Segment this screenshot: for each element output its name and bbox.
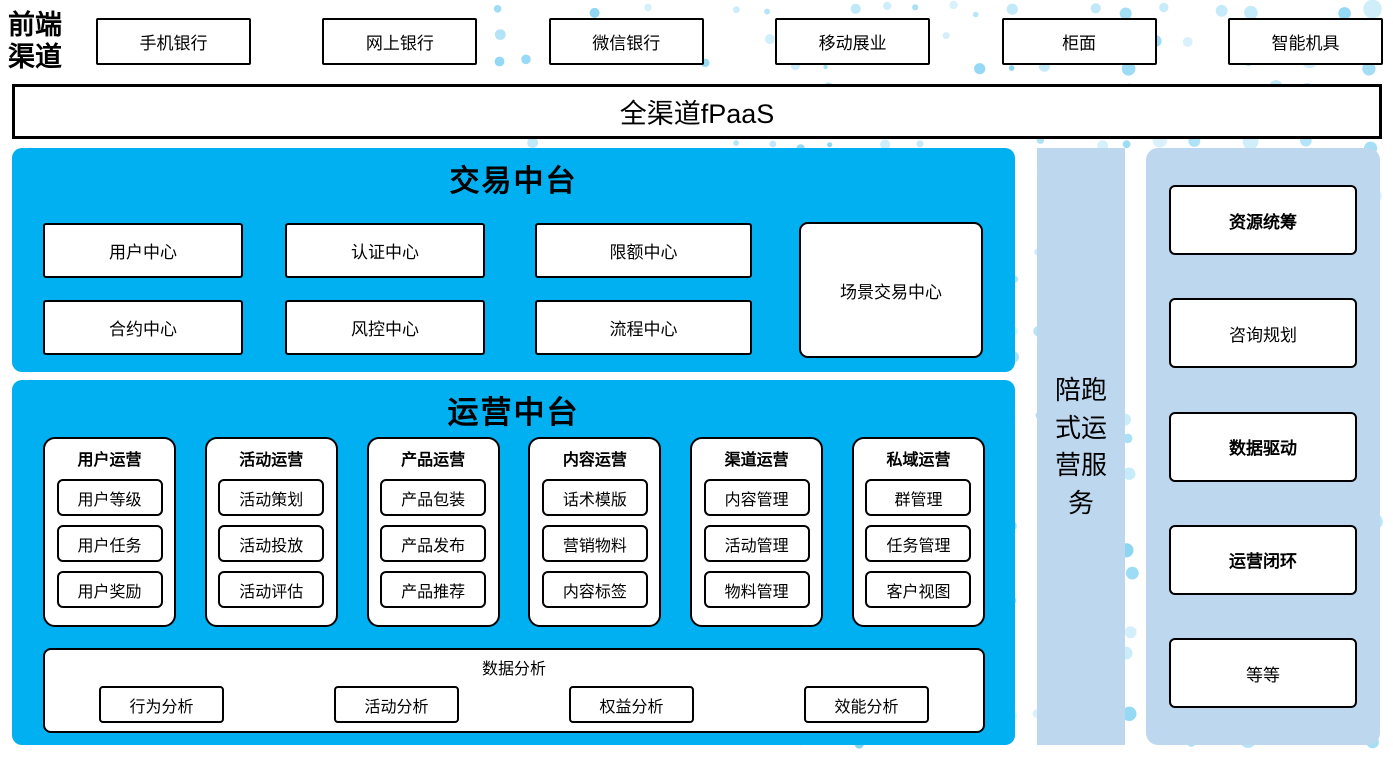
ops-group-item: 产品包装 bbox=[380, 479, 487, 516]
trade-center-risk: 风控中心 bbox=[285, 300, 485, 355]
ops-group-item: 内容管理 bbox=[703, 479, 810, 516]
trade-platform-title: 交易中台 bbox=[449, 165, 578, 198]
ops-group-item: 群管理 bbox=[865, 479, 972, 516]
accompany-service-label: 陪跑式运营服务 bbox=[1054, 375, 1107, 519]
analysis-box-efficiency: 效能分析 bbox=[804, 686, 929, 723]
ops-group-content: 内容运营 话术模版 营销物料 内容标签 bbox=[528, 437, 662, 627]
channel-box-mobile-sales: 移动展业 bbox=[775, 17, 931, 65]
ops-group-item: 话术模版 bbox=[541, 479, 648, 516]
ops-groups: 用户运营 用户等级 用户任务 用户奖励 活动运营 活动策划 活动投放 活动评估 … bbox=[43, 437, 985, 627]
services-panel: 资源统筹 咨询规划 数据驱动 运营闭环 等等 bbox=[1146, 148, 1380, 745]
ops-group-item: 活动管理 bbox=[703, 525, 810, 562]
channel-box-wechat-banking: 微信银行 bbox=[548, 17, 704, 65]
analysis-box-activity: 活动分析 bbox=[334, 686, 459, 723]
channel-box-online-banking: 网上银行 bbox=[322, 17, 478, 65]
ops-group-item: 营销物料 bbox=[541, 525, 648, 562]
service-box-data-driven: 数据驱动 bbox=[1169, 411, 1357, 482]
ops-group-private-domain: 私域运营 群管理 任务管理 客户视图 bbox=[851, 437, 985, 627]
ops-platform-title: 运营中台 bbox=[447, 395, 580, 430]
ops-group-title: 内容运营 bbox=[562, 452, 627, 469]
accompany-service-bar: 陪跑式运营服务 bbox=[1037, 148, 1125, 745]
trade-center-contract: 合约中心 bbox=[43, 300, 243, 355]
data-analysis-title: 数据分析 bbox=[481, 661, 546, 678]
trade-center-process: 流程中心 bbox=[535, 300, 752, 355]
ops-group-item: 活动策划 bbox=[218, 479, 325, 516]
analysis-box-rights: 权益分析 bbox=[569, 686, 694, 723]
channel-box-counter: 柜面 bbox=[1001, 17, 1157, 65]
trade-center-limit: 限额中心 bbox=[535, 223, 752, 278]
ops-group-item: 用户等级 bbox=[56, 479, 163, 516]
ops-group-product: 产品运营 产品包装 产品发布 产品推荐 bbox=[366, 437, 500, 627]
ops-group-item: 客户视图 bbox=[865, 571, 972, 608]
fpaas-bar: 全渠道fPaaS bbox=[12, 84, 1382, 139]
ops-group-item: 产品发布 bbox=[380, 525, 487, 562]
service-box-consulting: 咨询规划 bbox=[1169, 298, 1357, 369]
ops-group-item: 活动投放 bbox=[218, 525, 325, 562]
service-box-closed-loop: 运营闭环 bbox=[1169, 524, 1357, 595]
ops-group-title: 渠道运营 bbox=[724, 452, 789, 469]
trade-platform-panel: 交易中台 用户中心 认证中心 限额中心 合约中心 风控中心 流程中心 场景交易中… bbox=[12, 148, 1015, 372]
service-box-etc: 等等 bbox=[1169, 638, 1357, 708]
trade-center-auth: 认证中心 bbox=[285, 223, 485, 278]
ops-group-title: 活动运营 bbox=[239, 452, 304, 469]
trade-center-user: 用户中心 bbox=[43, 223, 243, 278]
channel-boxes: 手机银行 网上银行 微信银行 移动展业 柜面 智能机具 bbox=[96, 17, 1383, 65]
ops-group-item: 用户任务 bbox=[56, 525, 163, 562]
ops-group-item: 物料管理 bbox=[703, 571, 810, 608]
ops-group-item: 产品推荐 bbox=[380, 571, 487, 608]
channel-box-smart-machines: 智能机具 bbox=[1227, 17, 1383, 65]
ops-group-item: 用户奖励 bbox=[56, 571, 163, 608]
ops-group-user: 用户运营 用户等级 用户任务 用户奖励 bbox=[43, 437, 176, 627]
ops-group-title: 私域运营 bbox=[886, 452, 951, 469]
channel-box-mobile-banking: 手机银行 bbox=[96, 17, 251, 65]
ops-group-item: 活动评估 bbox=[218, 571, 325, 608]
data-analysis-items: 行为分析 活动分析 权益分析 效能分析 bbox=[45, 679, 983, 723]
service-box-resource: 资源统筹 bbox=[1169, 185, 1357, 255]
analysis-box-behavior: 行为分析 bbox=[99, 686, 224, 723]
front-channels-row: 前端渠道 手机银行 网上银行 微信银行 移动展业 柜面 智能机具 bbox=[8, 8, 1383, 74]
front-channels-label: 前端渠道 bbox=[8, 9, 62, 72]
ops-group-title: 用户运营 bbox=[77, 452, 142, 469]
ops-platform-panel: 运营中台 用户运营 用户等级 用户任务 用户奖励 活动运营 活动策划 活动投放 … bbox=[12, 380, 1015, 745]
ops-group-channel: 渠道运营 内容管理 活动管理 物料管理 bbox=[690, 437, 824, 627]
trade-center-scene: 场景交易中心 bbox=[799, 222, 983, 358]
ops-group-activity: 活动运营 活动策划 活动投放 活动评估 bbox=[204, 437, 338, 627]
ops-group-item: 任务管理 bbox=[865, 525, 972, 562]
ops-group-item: 内容标签 bbox=[541, 571, 648, 608]
data-analysis-strip: 数据分析 行为分析 活动分析 权益分析 效能分析 bbox=[43, 648, 985, 733]
ops-group-title: 产品运营 bbox=[401, 452, 466, 469]
